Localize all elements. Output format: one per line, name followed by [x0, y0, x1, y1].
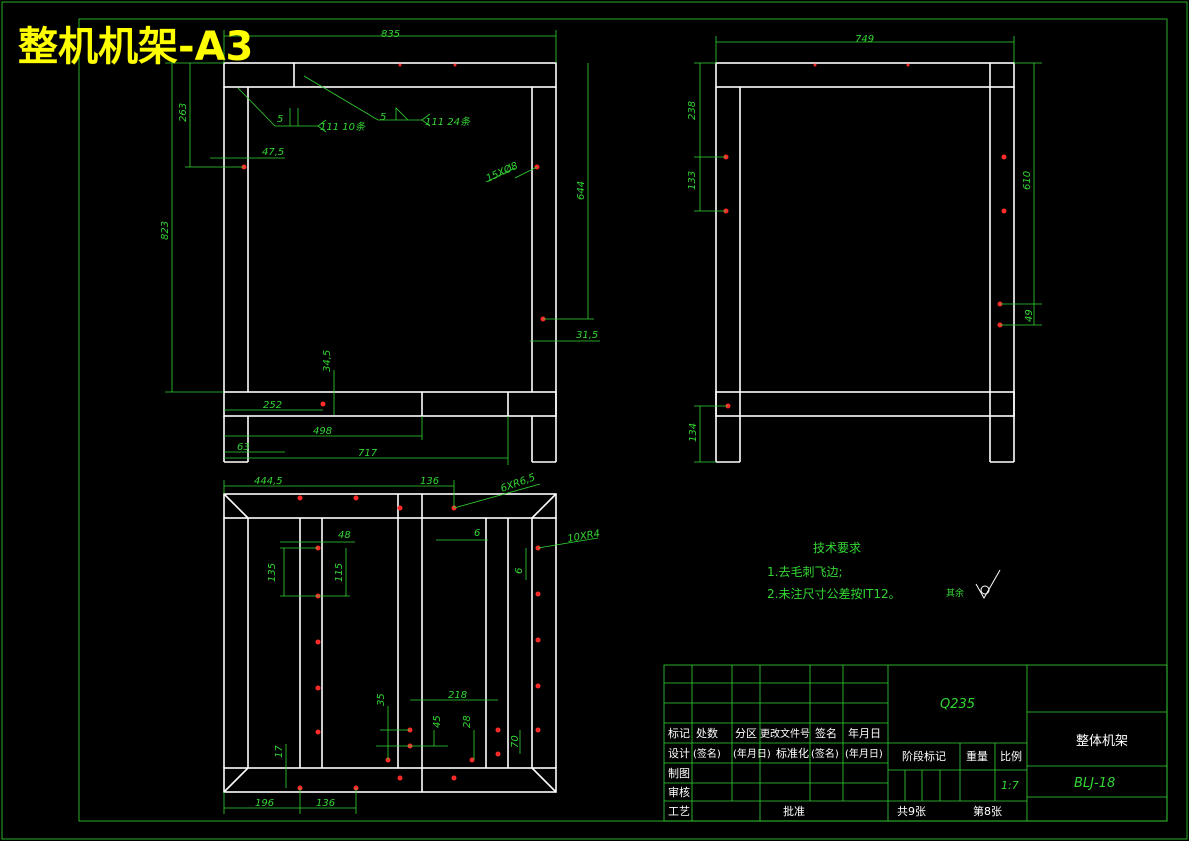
tb-header-5: 年月日	[848, 726, 881, 740]
dim-498: 498	[313, 426, 332, 437]
dim-47-5: 47,5	[262, 147, 284, 158]
dim-218: 218	[448, 690, 467, 701]
tb-label-approve: 批准	[783, 804, 805, 818]
dim-835: 835	[381, 29, 400, 40]
front-view	[165, 30, 600, 465]
dim-45: 45	[432, 715, 443, 728]
dim-133: 133	[687, 171, 698, 190]
dim-252: 252	[263, 400, 282, 411]
tb-sign-3: 标准化	[776, 746, 809, 760]
dim-6-b: 6	[514, 568, 525, 574]
tb-scale-value: 1:7	[1001, 779, 1019, 792]
dim-49: 49	[1024, 309, 1035, 322]
dim-134: 134	[688, 423, 699, 442]
dim-717: 717	[358, 448, 378, 459]
dim-136-top: 136	[420, 476, 439, 487]
dim-70: 70	[510, 735, 521, 748]
dim-17: 17	[274, 745, 285, 758]
tb-sheet-no: 第8张	[973, 804, 1002, 818]
dim-135: 135	[267, 563, 278, 582]
dim-823: 823	[160, 221, 171, 240]
dim-610: 610	[1022, 171, 1033, 190]
dim-6-a: 6	[474, 528, 480, 539]
dim-34-5: 34,5	[322, 350, 333, 372]
tb-scale-label: 比例	[1000, 749, 1022, 763]
dim-35: 35	[376, 693, 387, 706]
tb-sign-1: (签名)	[693, 747, 721, 760]
dim-749: 749	[855, 34, 874, 45]
dim-644: 644	[576, 181, 587, 200]
part-name: 整体机架	[1076, 734, 1128, 749]
title-block-grid	[663, 664, 1168, 822]
dim-238: 238	[687, 101, 698, 120]
tb-header-3: 更改文件号	[760, 727, 810, 740]
tech-req-heading: 技术要求	[813, 541, 861, 555]
weld-size-left: 5	[277, 114, 283, 125]
side-view	[694, 36, 1042, 463]
dim-holes-d8: 15XØ8	[484, 160, 520, 185]
tb-sheets-total: 共9张	[897, 805, 926, 818]
tech-req-item-2: 2.未注尺寸公差按IT12。	[767, 586, 901, 601]
drawing-number: BLJ-18	[1074, 776, 1115, 791]
dim-63: 63	[237, 442, 250, 453]
tb-sign-5: (年月日)	[845, 747, 883, 760]
tb-label-process: 工艺	[668, 805, 690, 818]
tb-header-4: 签名	[815, 726, 837, 740]
dim-136-bottom: 136	[316, 798, 335, 809]
tb-stage-label: 阶段标记	[902, 749, 946, 763]
tb-header-2: 分区	[735, 727, 757, 740]
dim-263: 263	[178, 103, 189, 122]
material-value: Q235	[940, 697, 975, 712]
weld-spec-right: 111 24条	[425, 116, 471, 128]
dim-115: 115	[334, 563, 345, 582]
tb-sign-2: (年月日)	[733, 747, 771, 760]
dim-28: 28	[462, 715, 473, 728]
dim-31-5: 31,5	[576, 330, 598, 341]
dim-6xr6-5: 6XR6,5	[499, 472, 537, 495]
dim-10xr4: 10XR4	[567, 528, 601, 545]
tech-req-item-1: 1.去毛刺飞边;	[767, 565, 843, 579]
tb-header-1: 处数	[696, 727, 718, 740]
roughness-symbol-icon	[975, 569, 1001, 600]
sheet-title: 整机机架-A3	[18, 24, 253, 70]
inner-border	[78, 18, 1168, 822]
dim-196: 196	[255, 798, 274, 809]
tb-sign-4: (签名)	[811, 747, 839, 760]
dim-48: 48	[338, 530, 351, 541]
tb-weight-label: 重量	[966, 749, 988, 763]
tb-header-0: 标记	[668, 726, 690, 740]
tb-sign-0: 设计	[668, 747, 690, 760]
top-view	[223, 480, 599, 814]
dim-444-5: 444,5	[254, 476, 283, 487]
roughness-label: 其余	[946, 587, 964, 599]
tb-label-drafting: 制图	[668, 767, 690, 780]
tb-label-review: 审核	[668, 785, 690, 799]
weld-size-right: 5	[380, 112, 386, 123]
weld-spec-left: 111 10条	[320, 121, 366, 133]
